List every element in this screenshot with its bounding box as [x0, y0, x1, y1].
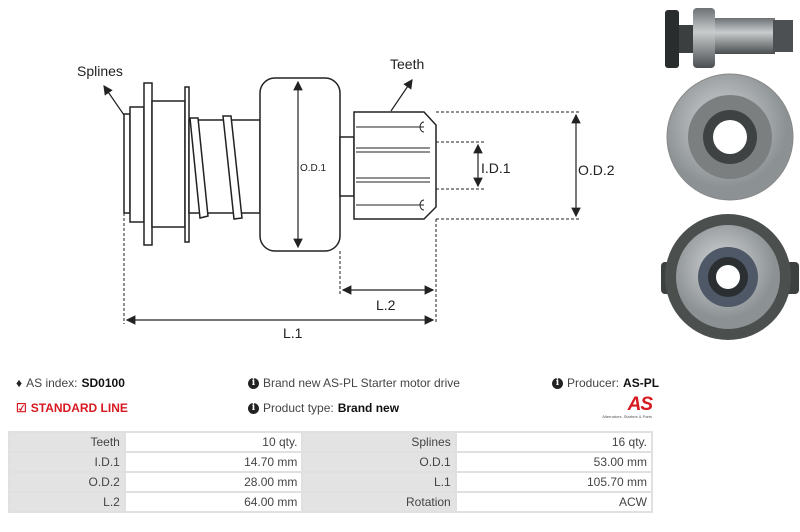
spec-label: L.2 [8, 491, 126, 513]
spec-value: 53.00 mm [454, 451, 654, 473]
spring-coil [189, 117, 209, 219]
standard-line: ☑ STANDARD LINE [16, 401, 128, 415]
producer: i Producer: AS-PL [552, 376, 659, 390]
as-pl-logo: AS Alternators, Starters & Parts [590, 394, 653, 419]
spec-label: Teeth [8, 431, 126, 453]
spec-label: I.D.1 [8, 451, 126, 473]
hub [129, 106, 145, 223]
producer-value: AS-PL [623, 376, 660, 390]
od2-label: O.D.2 [578, 162, 615, 178]
product-photos [661, 8, 799, 340]
product-type-label: Product type: [263, 401, 334, 415]
spec-value: 64.00 mm [123, 491, 304, 513]
as-index: ♦ AS index: SD0100 [16, 376, 125, 390]
spec-label: O.D.1 [301, 451, 457, 473]
as-index-value: SD0100 [81, 376, 125, 390]
teeth-pointer [390, 79, 413, 112]
hub-body [151, 100, 186, 228]
description-text: Brand new AS-PL Starter motor drive [263, 376, 460, 390]
product-type-value: Brand new [337, 401, 400, 415]
as-index-label: AS index: [26, 376, 78, 390]
tag-icon: ♦ [16, 376, 23, 390]
spec-label: L.1 [301, 471, 457, 493]
id1-label: I.D.1 [481, 160, 511, 176]
clutch-end-photo [661, 214, 799, 340]
spec-value: 14.70 mm [123, 451, 304, 473]
spec-label: Rotation [301, 491, 457, 513]
spring-coil [222, 115, 243, 220]
product-type: i Product type: Brand new [248, 401, 399, 415]
splines-pointer [103, 85, 125, 116]
spec-value: ACW [454, 491, 654, 513]
l1-label: L.1 [283, 325, 303, 341]
splines-label: Splines [77, 63, 123, 79]
info-icon: i [248, 402, 259, 414]
pinion [353, 111, 437, 220]
spec-value: 105.70 mm [454, 471, 654, 493]
od1-label: O.D.1 [300, 163, 327, 174]
spline-end [123, 113, 131, 214]
spec-value: 16 qty. [454, 431, 654, 453]
teeth-label: Teeth [390, 56, 424, 72]
producer-label: Producer: [567, 376, 620, 390]
spec-label: O.D.2 [8, 471, 126, 493]
flange [143, 82, 153, 246]
spec-value: 10 qty. [123, 431, 304, 453]
side-view-photo [665, 8, 793, 68]
standard-line-label: STANDARD LINE [30, 401, 128, 415]
spec-value: 28.00 mm [123, 471, 304, 493]
info-icon: i [552, 377, 563, 389]
logo-tagline: Alternators, Starters & Parts [602, 414, 652, 419]
pinion-end-photo [666, 73, 794, 201]
logo-mark: AS [627, 394, 653, 415]
l2-label: L.2 [376, 297, 396, 313]
checkbox-icon: ☑ [16, 401, 27, 415]
technical-drawing: Splines Teeth O.D.1 I.D.1 O.D.2 L.2 L.1 [77, 56, 615, 341]
info-icon: i [248, 377, 259, 389]
spec-label: Splines [301, 431, 457, 453]
description: i Brand new AS-PL Starter motor drive [248, 376, 460, 390]
shaft [339, 136, 355, 197]
